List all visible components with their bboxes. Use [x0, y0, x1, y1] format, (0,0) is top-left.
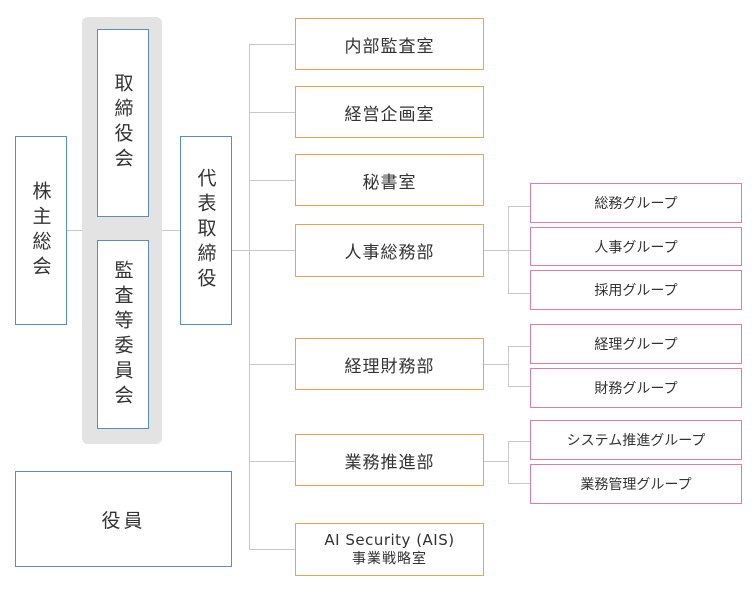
- connector-dept-planning: [249, 112, 296, 113]
- connector-ga-out: [483, 250, 531, 251]
- connector-ceo-trunk: [231, 250, 250, 251]
- dept-planning-label: 経営企画室: [344, 104, 435, 125]
- dept-finance-label: 経理財務部: [344, 356, 435, 377]
- connector-dept-business: [249, 461, 296, 462]
- connector-fin-trunk: [508, 346, 509, 387]
- audit-committee-label: 監査等委員会: [111, 259, 134, 410]
- group-system: システム推進グループ: [530, 420, 742, 460]
- connector-dept-trunk: [249, 44, 250, 550]
- group-hr-label: 人事グループ: [594, 239, 678, 256]
- group-recruit-label: 採用グループ: [594, 283, 678, 299]
- connector-biz-system: [508, 441, 531, 442]
- shareholders-label: 株主総会: [29, 180, 52, 281]
- group-finance-label: 財務グループ: [594, 381, 678, 397]
- connector-dept-internal-audit: [249, 44, 296, 45]
- dept-business-promotion: 業務推進部: [295, 434, 484, 486]
- connector-dept-secretary: [249, 180, 296, 181]
- dept-ais: AI Security (AIS) 事業戦略室: [295, 523, 484, 576]
- connector-fin-accounting: [508, 346, 531, 347]
- connector-ga-trunk: [508, 206, 509, 294]
- ceo-box: 代表取締役: [180, 136, 232, 325]
- connector-dept-ais: [249, 549, 296, 550]
- dept-planning: 経営企画室: [295, 86, 484, 138]
- officers-box: 役員: [15, 471, 232, 567]
- dept-ais-label-line1: AI Security (AIS): [324, 530, 455, 549]
- board-label: 取締役会: [111, 73, 134, 173]
- group-accounting-label: 経理グループ: [594, 337, 678, 353]
- group-recruit: 採用グループ: [530, 270, 742, 310]
- connector-dept-finance: [249, 364, 296, 365]
- group-accounting: 経理グループ: [530, 324, 742, 364]
- dept-business-promotion-label: 業務推進部: [344, 452, 435, 473]
- connector-fin-out: [483, 364, 509, 365]
- group-finance: 財務グループ: [530, 368, 742, 408]
- connector-biz-out: [483, 461, 509, 462]
- dept-internal-audit-label: 内部監査室: [344, 36, 435, 57]
- audit-committee-box: 監査等委員会: [97, 240, 149, 429]
- group-general-label: 総務グループ: [594, 196, 678, 212]
- group-hr: 人事グループ: [530, 227, 742, 266]
- group-ops-label: 業務管理グループ: [580, 477, 692, 493]
- connector-biz-ops: [508, 483, 531, 484]
- dept-general-affairs-label: 人事総務部: [344, 243, 435, 263]
- dept-general-affairs: 人事総務部: [295, 224, 484, 277]
- board-box: 取締役会: [97, 29, 149, 217]
- ceo-label: 代表取締役: [194, 168, 217, 293]
- group-general: 総務グループ: [530, 183, 742, 223]
- connector-ga-recruit: [508, 293, 531, 294]
- dept-internal-audit: 内部監査室: [295, 18, 484, 70]
- dept-finance: 経理財務部: [295, 338, 484, 390]
- dept-secretary: 秘書室: [295, 154, 484, 206]
- connector-ga-general: [508, 206, 531, 207]
- group-ops: 業務管理グループ: [530, 464, 742, 504]
- officers-label: 役員: [101, 509, 146, 532]
- dept-ais-label-line2: 事業戦略室: [351, 550, 427, 567]
- connector-dept-general-affairs: [249, 250, 296, 251]
- group-system-label: システム推進グループ: [566, 433, 706, 449]
- connector-biz-trunk: [508, 441, 509, 484]
- dept-secretary-label: 秘書室: [362, 172, 417, 193]
- shareholders-box: 株主総会: [15, 136, 67, 325]
- connector-fin-finance: [508, 386, 531, 387]
